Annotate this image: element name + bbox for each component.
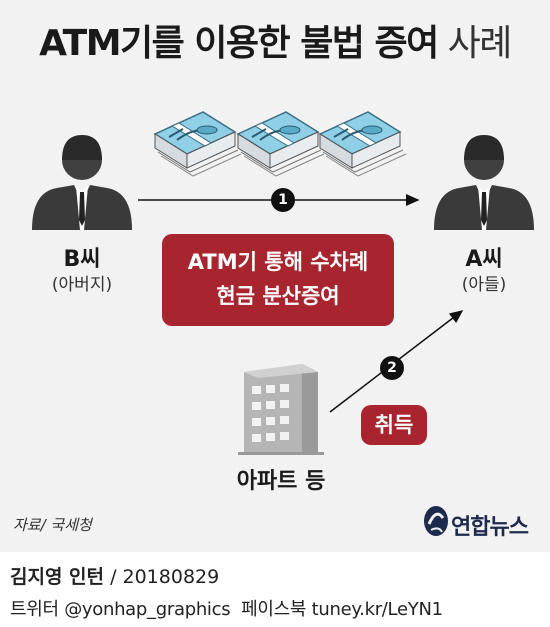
yonhap-logo: 연합뉴스: [421, 504, 529, 540]
son-name: A씨: [465, 247, 503, 272]
transfer-method-line1: ATM기 통해 수차례: [187, 250, 369, 274]
title-main: ATM기를 이용한 불법 증여: [39, 23, 439, 64]
yonhap-logo-text: 연합뉴스: [451, 515, 529, 540]
credit-line: 김지영 인턴 / 20180829: [10, 562, 219, 589]
transfer-method-box: ATM기 통해 수차례 현금 분산증여: [162, 234, 394, 326]
yonhap-logo-icon: [424, 506, 448, 536]
son-relation: (아들): [461, 275, 507, 295]
social-line: 트위터 @yonhap_graphics 페이스북 tuney.kr/LeYN1: [10, 595, 443, 621]
son-person-icon: [434, 135, 534, 230]
father-name: B씨: [63, 247, 101, 272]
money-bundle-icon: [154, 111, 242, 177]
twitter-handle: 트위터 @yonhap_graphics: [10, 599, 231, 620]
page-title: ATM기를 이용한 불법 증여 사례: [0, 14, 550, 66]
title-suffix: 사례: [447, 23, 513, 64]
transfer-method-line2: 현금 분산증여: [216, 284, 340, 308]
credit-author: 김지영 인턴: [10, 566, 105, 588]
step-number-badge: 2: [380, 356, 404, 380]
acquire-box: 취득: [361, 405, 427, 445]
credit-date: / 20180829: [110, 566, 220, 588]
facebook-link: 페이스북 tuney.kr/LeYN1: [241, 599, 443, 620]
building-label: 아파트 등: [236, 469, 326, 494]
money-bundle-icon: [237, 111, 325, 177]
diagram-artwork: [32, 111, 534, 455]
source-note: 자료/ 국세청: [13, 516, 92, 534]
step-number-badge: 1: [271, 188, 295, 212]
father-person-icon: [32, 135, 132, 230]
apartment-building-icon: [238, 364, 324, 455]
father-relation: (아버지): [51, 275, 113, 295]
money-bundle-icon: [319, 111, 407, 177]
